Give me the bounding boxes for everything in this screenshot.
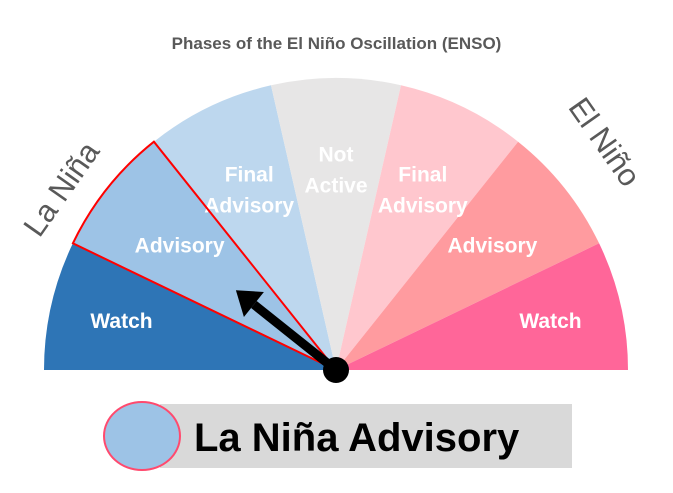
segment-label-la-nina-watch: Watch	[90, 310, 152, 333]
segment-el-nino-advisory	[336, 141, 600, 370]
segment-label-el-nino-watch: Watch	[519, 310, 581, 333]
current-phase-label: La Niña Advisory	[194, 416, 520, 460]
segment-label-el-nino-advisory: Advisory	[447, 234, 537, 257]
segment-label-line: Active	[304, 175, 367, 198]
gauge-segments	[43, 77, 628, 371]
segment-la-nina-final-advisory	[153, 85, 336, 371]
segment-label-line: Final	[398, 163, 447, 186]
segment-not-active	[271, 77, 401, 371]
segment-label-line: Final	[225, 163, 274, 186]
current-phase-banner	[160, 404, 572, 468]
pointer-arrowhead	[235, 290, 264, 317]
el-nino-side-label: El Niño	[562, 91, 648, 193]
pointer-arrow	[235, 290, 349, 383]
segment-el-nino-final-advisory	[336, 85, 519, 371]
pointer-shaft	[251, 300, 339, 374]
segment-label-line: Advisory	[378, 194, 468, 217]
pointer-pivot	[323, 357, 349, 383]
diagram-title: Phases of the El Niño Oscillation (ENSO)	[171, 34, 502, 53]
segment-label-line: Advisory	[447, 234, 537, 257]
segment-label-la-nina-advisory: Advisory	[135, 234, 225, 257]
segment-label-line: Watch	[90, 310, 152, 333]
segment-label-line: Not	[319, 144, 354, 167]
segment-el-nino-watch	[336, 243, 628, 370]
current-phase-color-dot	[103, 401, 181, 471]
segment-label-line: Advisory	[135, 234, 225, 257]
segment-la-nina-watch	[43, 243, 336, 370]
active-segment-outline	[71, 140, 337, 371]
segment-label-line: Advisory	[204, 194, 294, 217]
segment-label-line: Watch	[519, 310, 581, 333]
